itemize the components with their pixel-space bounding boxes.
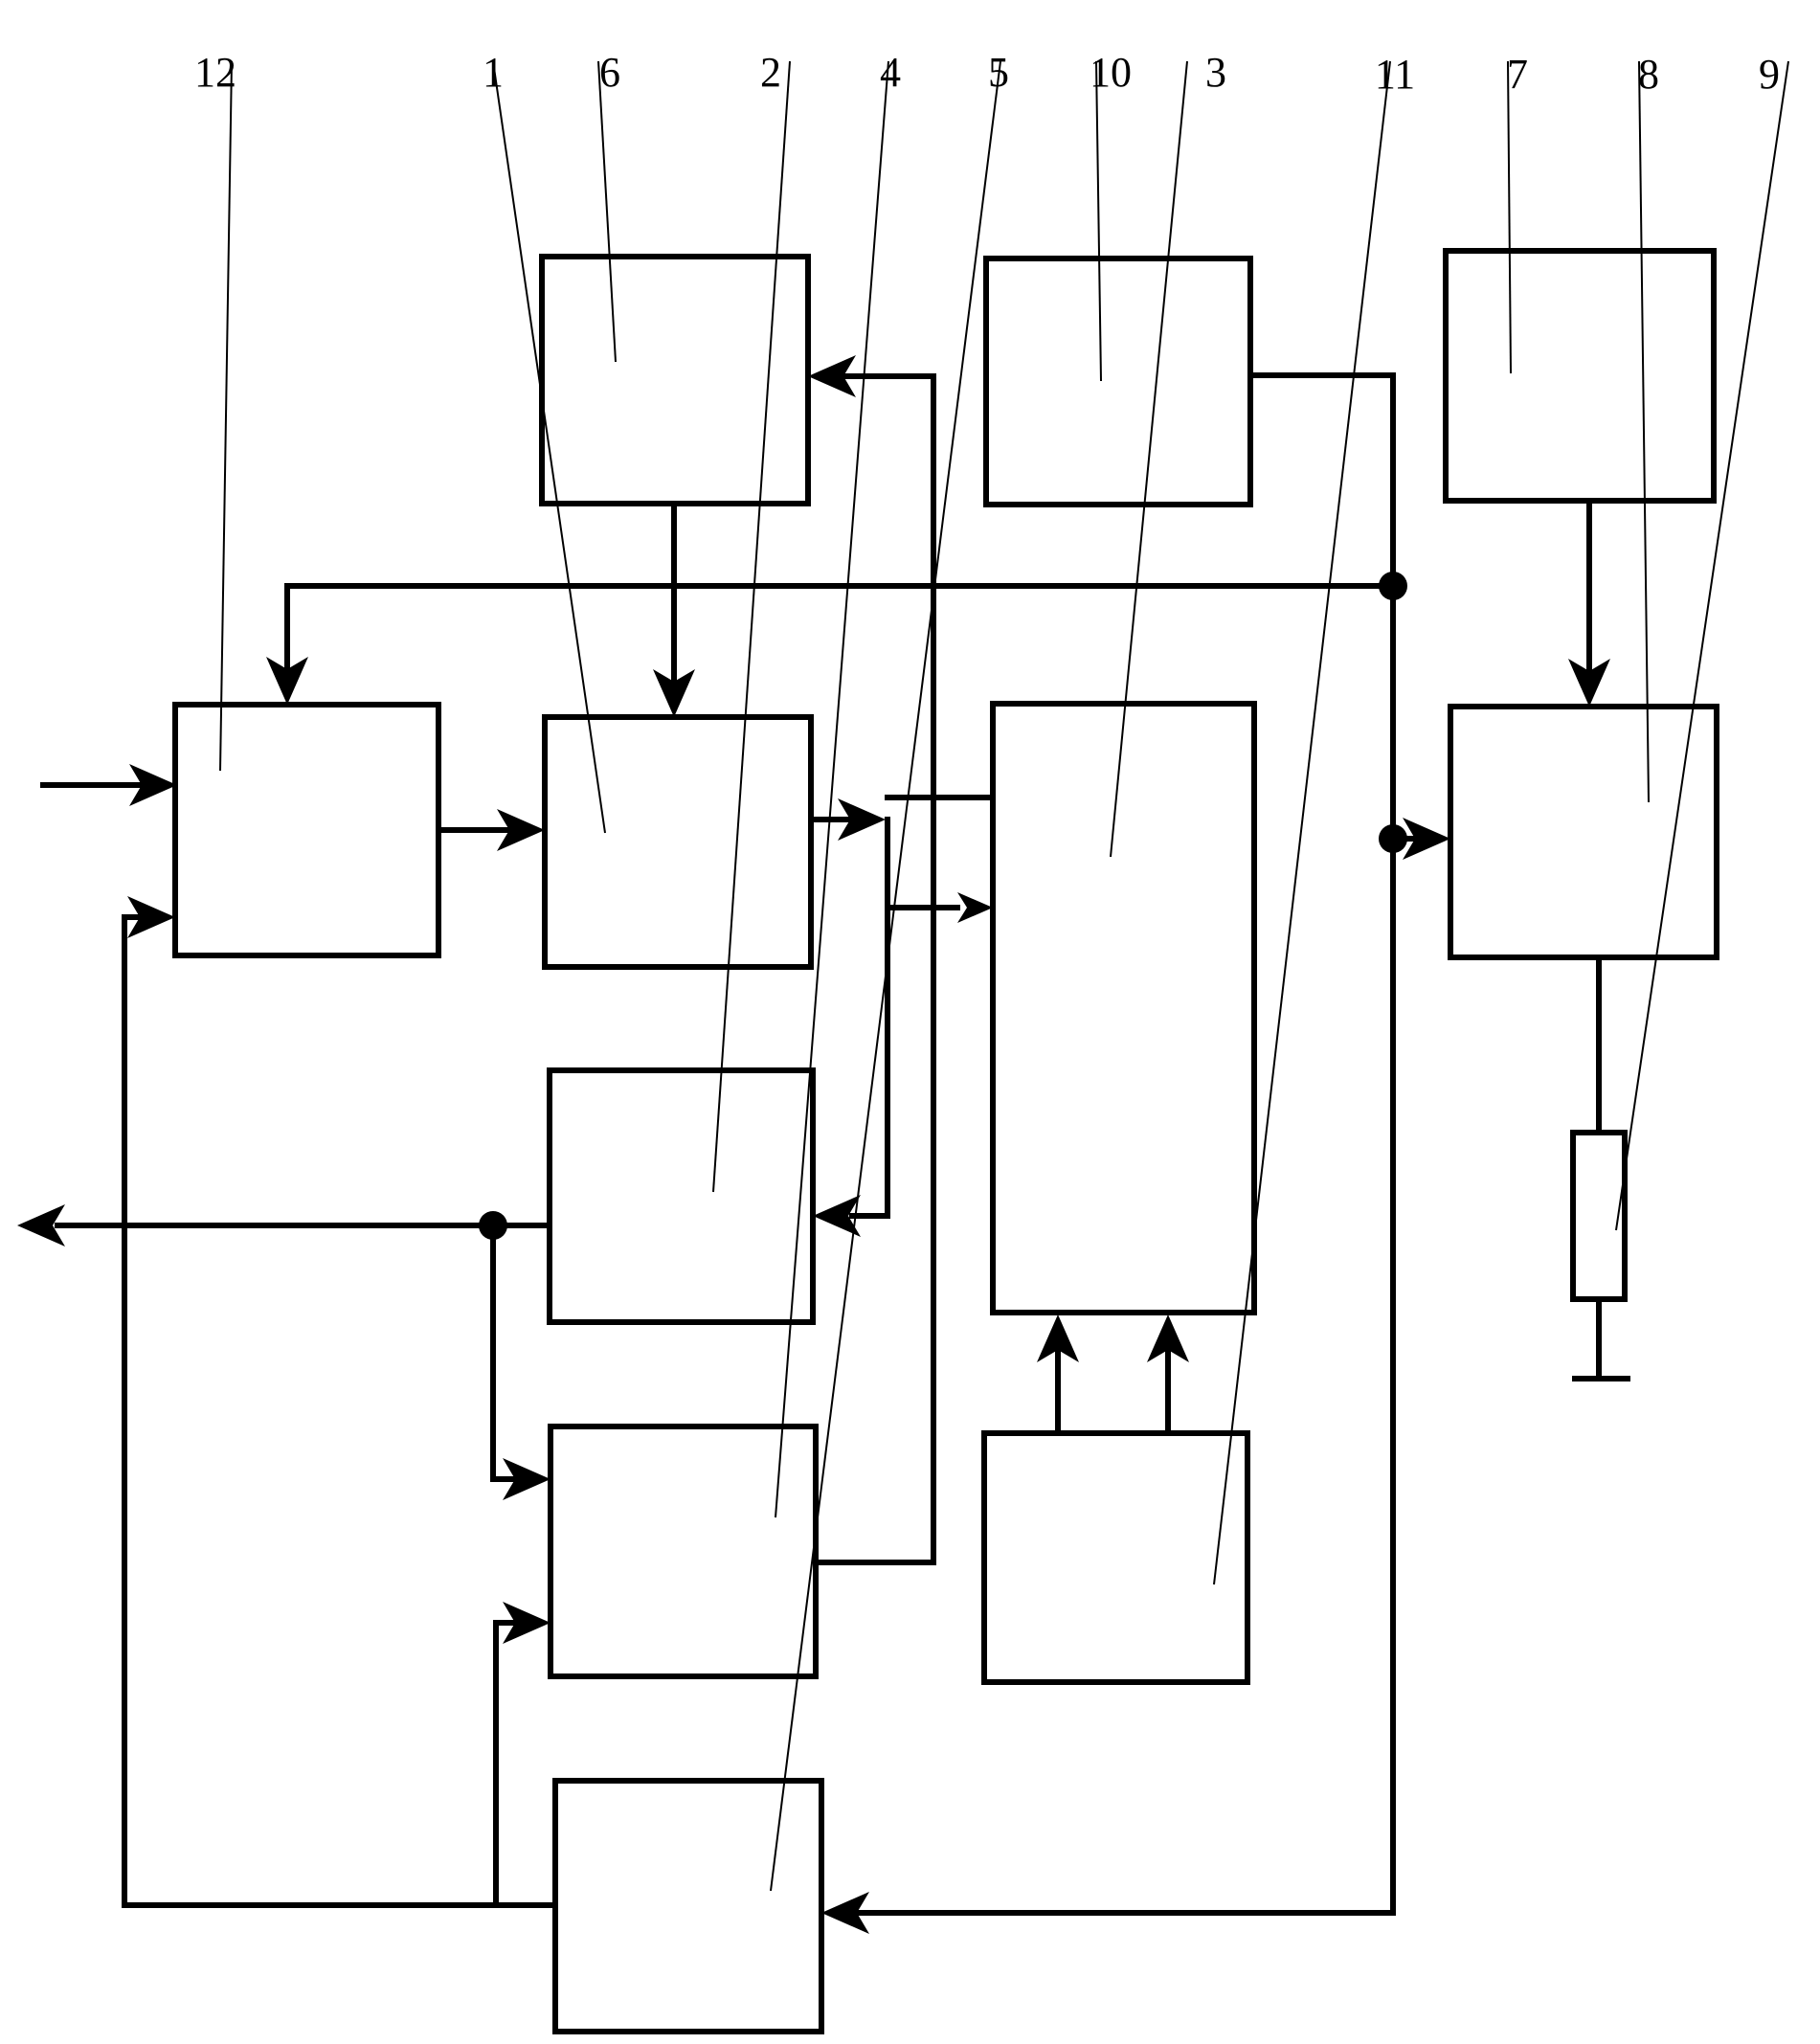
label-1: 1 xyxy=(483,49,504,96)
label-8: 8 xyxy=(1638,51,1659,98)
block-9-resistor xyxy=(1573,1133,1625,1299)
label-3: 3 xyxy=(1205,49,1226,96)
block-10 xyxy=(986,258,1250,505)
leader-3 xyxy=(1111,61,1187,857)
leader-12 xyxy=(220,61,232,771)
block-1 xyxy=(545,717,811,967)
block-11 xyxy=(984,1433,1247,1682)
block-7 xyxy=(1446,251,1714,501)
leader-4 xyxy=(775,61,888,1517)
block-4 xyxy=(550,1426,816,1676)
leader-8 xyxy=(1639,61,1649,802)
junction-dot-2-out xyxy=(479,1211,507,1240)
wire-2-to-4 xyxy=(493,1225,522,1479)
leader-lines xyxy=(220,61,1788,1891)
label-11: 11 xyxy=(1375,51,1415,98)
junction-dot-bus-top xyxy=(1379,572,1407,600)
label-7: 7 xyxy=(1507,51,1528,98)
block-8 xyxy=(1450,707,1717,957)
leader-2 xyxy=(713,61,790,1192)
label-2: 2 xyxy=(760,49,781,96)
wiring xyxy=(43,375,1628,1913)
leader-10 xyxy=(1096,61,1101,381)
block-2 xyxy=(550,1070,813,1322)
wire-bus-to-12 xyxy=(287,586,1393,670)
label-12: 12 xyxy=(194,49,236,96)
leader-11 xyxy=(1214,61,1390,1584)
blocks xyxy=(175,251,1717,2032)
block-12 xyxy=(175,705,438,955)
block-3 xyxy=(993,704,1254,1313)
wire-5-to-4 xyxy=(496,1623,522,1905)
wire-1-to-2 xyxy=(852,820,888,1216)
reference-numerals: 12 1 6 2 4 5 10 3 11 7 8 9 xyxy=(194,49,1780,98)
label-6: 6 xyxy=(599,49,620,96)
label-9: 9 xyxy=(1759,51,1780,98)
leader-6 xyxy=(598,61,616,362)
leader-7 xyxy=(1508,61,1511,373)
junction-dot-bus-8 xyxy=(1379,824,1407,853)
label-4: 4 xyxy=(880,49,901,96)
block-5 xyxy=(555,1781,821,2032)
arrowhead-1-to-3 xyxy=(957,892,993,923)
